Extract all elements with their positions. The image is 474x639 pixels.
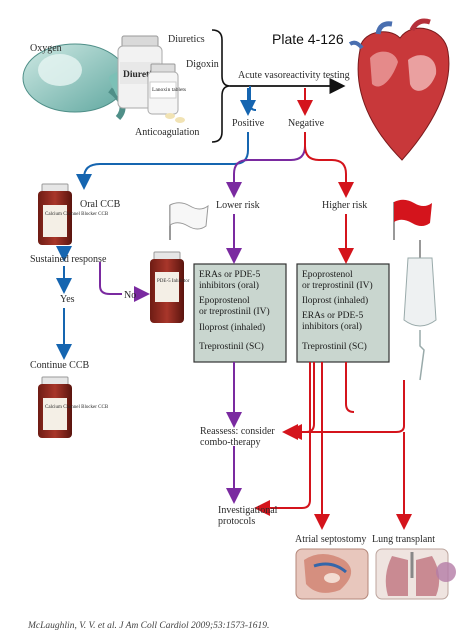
higher-item-2: Iloprost (inhaled) — [302, 295, 368, 306]
lower-risk-box — [193, 263, 287, 363]
lower-item-1a: ERAs or PDE-5 — [199, 270, 260, 280]
citation: McLaughlin, V. V. et al. J Am Coll Cardi… — [27, 621, 269, 631]
lung-transplant-illustration — [375, 548, 456, 600]
heart-illustration — [348, 18, 450, 161]
pde5-bottle — [150, 251, 184, 323]
anticoagulation-tablets — [165, 113, 185, 123]
lower-item-4: Treprostinil (SC) — [199, 341, 264, 352]
yes-label: Yes — [60, 294, 75, 305]
negative-label: Negative — [288, 118, 325, 129]
higher-to-investigational-arrow — [254, 362, 311, 516]
ccb-bottle-bottom-label: Calcium Channel Blocker CCB — [45, 405, 109, 410]
higher-item-1b: or treprostinil (IV) — [302, 280, 373, 291]
positive-label: Positive — [232, 118, 265, 129]
lower-item-2b: or treprostinil (IV) — [199, 306, 270, 317]
iv-to-reassess-arrow — [286, 380, 405, 440]
oral-ccb-label: Oral CCB — [80, 199, 121, 210]
lower-item-3: Iloprost (inhaled) — [199, 322, 265, 333]
ccb-bottle-label: Calcium Channel Blocker CCB — [45, 212, 109, 217]
no-connector — [99, 262, 122, 295]
oxygen-label: Oxygen — [30, 43, 62, 54]
positive-to-ccb-arrow — [76, 132, 249, 190]
ccb-bottle-bottom — [38, 376, 72, 438]
higher-risk-box — [296, 263, 390, 363]
investigational-label-2: protocols — [218, 516, 255, 527]
lower-risk-label: Lower risk — [216, 200, 260, 211]
negative-to-lower-arrow — [226, 132, 306, 198]
higher-item-4: Treprostinil (SC) — [302, 341, 367, 352]
higher-item-3a: ERAs or PDE-5 — [302, 311, 363, 321]
digoxin-bottle-label: Lanoxin tablets — [152, 87, 186, 93]
diuretic-bottle-label: Diuretic — [123, 70, 156, 80]
higher-connector — [345, 362, 355, 413]
lower-item-2a: Epoprostenol — [199, 296, 250, 306]
bracket — [211, 29, 231, 143]
sustained-label: Sustained response — [30, 254, 107, 265]
plate-title: Plate 4-126 — [272, 31, 344, 47]
lung-transplant-label: Lung transplant — [372, 534, 435, 545]
digoxin-bottle-illustration — [147, 63, 179, 115]
no-label: No — [124, 290, 136, 301]
red-flag-icon — [393, 199, 432, 240]
white-flag-icon — [169, 202, 209, 240]
anticoagulation-label: Anticoagulation — [135, 127, 199, 138]
iv-bag-illustration — [403, 240, 437, 381]
diuretics-label: Diuretics — [168, 34, 205, 45]
vasoreactivity-label: Acute vasoreactivity testing — [238, 70, 350, 81]
digoxin-label: Digoxin — [186, 59, 219, 70]
higher-item-3b: inhibitors (oral) — [302, 321, 362, 332]
higher-risk-label: Higher risk — [322, 200, 367, 211]
reassess-label-1: Reassess: consider — [200, 426, 275, 437]
atrial-septostomy-illustration — [295, 548, 369, 600]
lower-item-1b: inhibitors (oral) — [199, 280, 259, 291]
ccb-bottle-top — [38, 183, 72, 245]
negative-to-higher-arrow — [304, 132, 354, 198]
continue-ccb-label: Continue CCB — [30, 360, 90, 371]
pde5-bottle-label: PDE-5 Inhibitor — [157, 279, 190, 284]
oxygen-mask-illustration — [22, 43, 132, 121]
reassess-label-2: combo-therapy — [200, 437, 261, 448]
higher-item-1a: Epoprostenol — [302, 270, 353, 280]
atrial-septostomy-label: Atrial septostomy — [295, 534, 366, 545]
investigational-label-1: Investigational — [218, 505, 278, 516]
positive-connector — [249, 86, 257, 111]
